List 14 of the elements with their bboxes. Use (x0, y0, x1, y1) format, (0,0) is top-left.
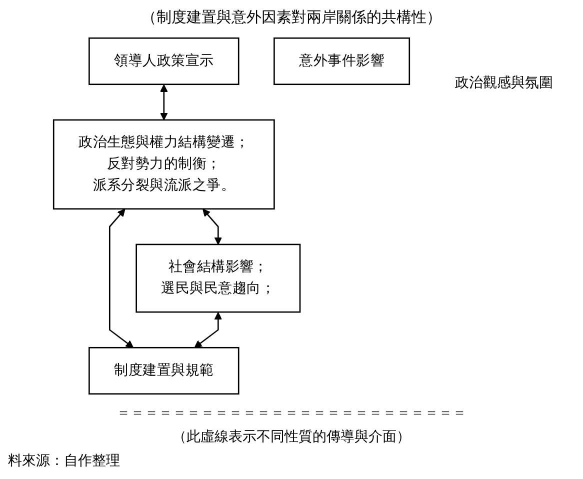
diagram-title: （制度建置與意外因素對兩岸關係的共構性） (140, 8, 442, 27)
node-box: 社會結構影響； 選民與民意趨向； (136, 244, 301, 313)
arrow (194, 312, 222, 348)
node-box: 意外事件影響 (274, 37, 410, 86)
source-note: 料來源：自作整理 (8, 452, 120, 470)
arrow (202, 208, 222, 245)
annotation-text: 政治觀感與氛圍 (455, 74, 554, 92)
divider-line: ＝＝＝＝＝＝＝＝＝＝＝＝＝＝＝＝＝＝＝＝＝＝＝＝＝ (116, 405, 466, 422)
node-box: 領導人政策宣示 (88, 37, 240, 86)
arrow (160, 84, 168, 120)
node-box: 制度建置與規範 (88, 346, 240, 395)
arrow (108, 208, 134, 348)
note-text: （此虛線表示不同性質的傳導與介面） (172, 428, 410, 446)
node-box: 政治生態與權力結構變遷； 反對勢力的制衡； 派系分裂與流派之爭。 (52, 119, 275, 210)
